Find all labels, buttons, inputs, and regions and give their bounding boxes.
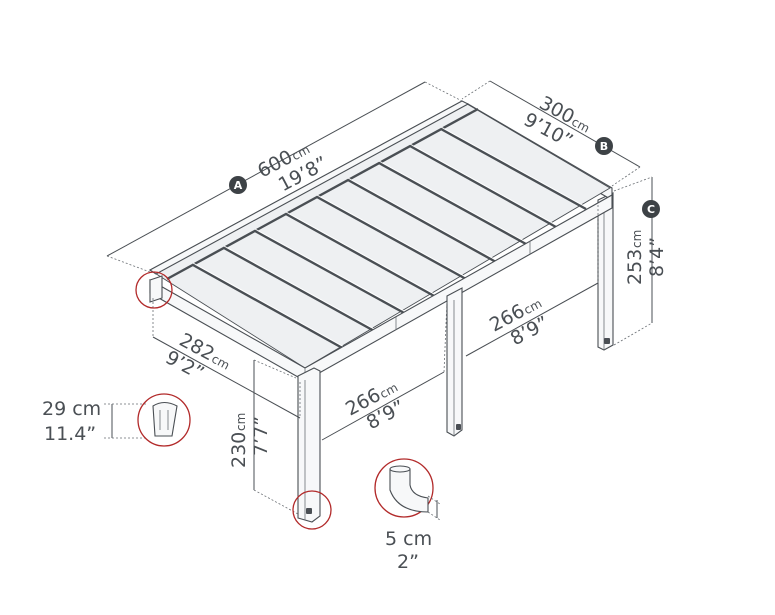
svg-text:230: 230 xyxy=(228,432,250,468)
roof-rafters xyxy=(166,107,587,352)
downpipe-detail xyxy=(374,458,441,521)
post-span-back-label: 266 cm 8’9” xyxy=(486,296,553,350)
svg-text:253: 253 xyxy=(624,249,646,285)
length-label: 600 cm 19’8” xyxy=(254,142,331,196)
downpipe-elbow-icon xyxy=(389,468,429,513)
side-span-label: 282 cm 9’2” xyxy=(162,329,232,385)
pergola-structure xyxy=(148,100,614,523)
dimension-lines xyxy=(104,80,653,515)
gutter-detail-circle xyxy=(137,393,191,447)
svg-text:11.4”: 11.4” xyxy=(44,423,96,445)
height-front-label: 230 cm 7’7” xyxy=(228,413,272,468)
svg-text:C: C xyxy=(647,203,655,216)
svg-text:cm: cm xyxy=(234,413,248,431)
downpipe-label: 5 cm 2” xyxy=(385,528,432,573)
svg-text:B: B xyxy=(600,140,608,153)
wall-bracket-detail-circle xyxy=(135,271,173,309)
post-middle xyxy=(446,287,463,437)
post-front-left xyxy=(297,367,321,523)
badge-b: B xyxy=(595,137,613,155)
gutter-profile-icon xyxy=(152,401,178,437)
svg-text:7’7”: 7’7” xyxy=(250,416,272,456)
svg-text:29 cm: 29 cm xyxy=(42,398,101,420)
post-back-right xyxy=(597,192,614,351)
svg-text:8’4”: 8’4” xyxy=(646,237,668,277)
svg-text:A: A xyxy=(234,179,243,192)
svg-text:2”: 2” xyxy=(397,551,419,573)
height-back-label: 253 cm 8’4” xyxy=(624,230,668,285)
post-span-front-label: 266 cm 8’9” xyxy=(342,380,409,434)
badge-a: A xyxy=(229,176,247,194)
wall-rail xyxy=(148,100,470,275)
wall-bracket xyxy=(149,275,163,303)
gutter-detail xyxy=(137,393,191,447)
downpipe-detail-circle xyxy=(374,458,434,518)
gutter-height-label: 29 cm 11.4” xyxy=(42,398,101,445)
badge-c: C xyxy=(642,200,660,218)
post-base-detail-circle xyxy=(292,490,332,530)
svg-text:5 cm: 5 cm xyxy=(385,528,432,550)
svg-text:cm: cm xyxy=(630,230,644,248)
